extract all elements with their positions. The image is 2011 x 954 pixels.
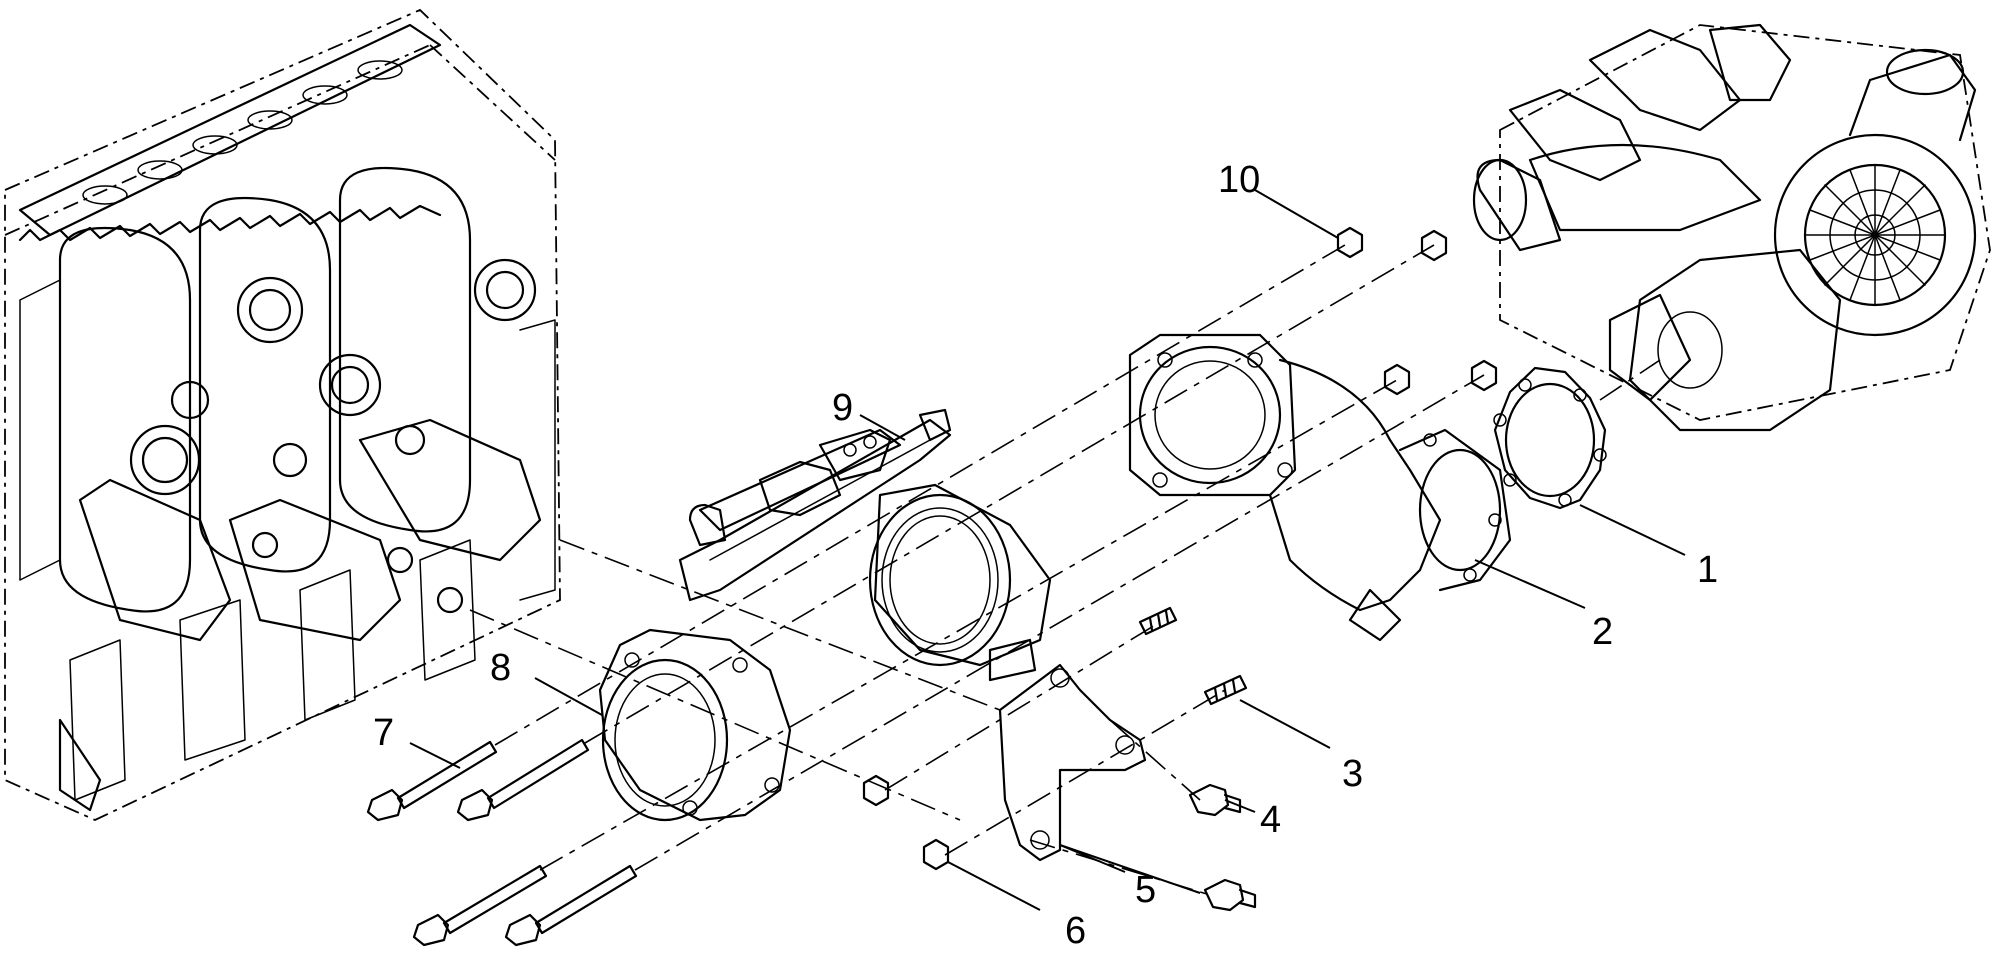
part-9-valve-actuator	[678, 408, 1052, 682]
callout-label-5: 5	[1135, 869, 1156, 911]
part-7-long-bolts	[366, 738, 638, 947]
assembly-centerlines	[469, 241, 1661, 896]
part-5-bracket	[998, 663, 1147, 862]
engine-block	[4, 8, 561, 821]
callout-leaders	[409, 189, 1686, 911]
callout-label-9: 9	[832, 387, 853, 429]
callout-label-6: 6	[1065, 910, 1086, 952]
part-8-flange	[598, 628, 792, 822]
part-2-elbow	[1128, 333, 1512, 642]
callout-labels: 1 2 3 4 5 6 7 8 9 10	[373, 159, 1718, 952]
callout-label-1: 1	[1697, 549, 1718, 591]
callout-label-10: 10	[1218, 159, 1260, 201]
callout-label-7: 7	[373, 712, 394, 754]
part-4-bolts	[1188, 783, 1257, 912]
callout-label-3: 3	[1342, 753, 1363, 795]
callout-label-4: 4	[1260, 799, 1281, 841]
part-6-nuts	[862, 774, 950, 871]
turbocharger	[1472, 23, 1991, 432]
part-10-nuts	[1336, 226, 1498, 396]
callout-label-8: 8	[490, 647, 511, 689]
callout-label-2: 2	[1592, 611, 1613, 653]
part-3-studs	[1138, 606, 1248, 706]
part-1-gasket	[1493, 366, 1607, 510]
